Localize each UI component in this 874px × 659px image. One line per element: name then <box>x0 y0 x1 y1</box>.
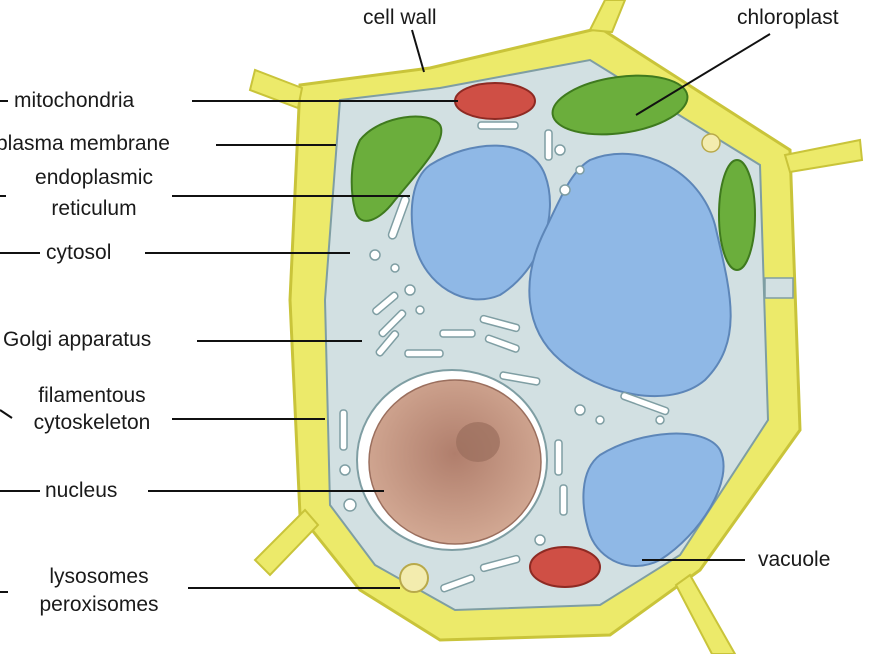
cell-wall-extension-bottom <box>676 575 735 654</box>
label-endoplasmic-reticulum-line1: endoplasmic <box>14 166 174 190</box>
lysosome <box>400 564 428 592</box>
label-mitochondria: mitochondria <box>14 89 134 113</box>
label-cytosol: cytosol <box>46 241 111 265</box>
chloroplast-right <box>719 160 755 270</box>
nucleolus <box>456 422 500 462</box>
label-plasma-membrane: plasma membrane <box>0 132 170 156</box>
cell-wall-extension-left <box>250 70 302 108</box>
cell-wall-extension-left-bottom <box>255 510 318 575</box>
label-lysosomes: lysosomes <box>14 565 184 589</box>
label-chloroplast: chloroplast <box>737 6 839 30</box>
mitochondrion-bottom <box>530 547 600 587</box>
label-nucleus: nucleus <box>45 479 117 503</box>
label-golgi-apparatus: Golgi apparatus <box>3 328 151 352</box>
label-cell-wall: cell wall <box>363 6 437 30</box>
plasmodesma <box>765 278 793 298</box>
peroxisome <box>702 134 720 152</box>
label-filamentous-line2: cytoskeleton <box>14 411 170 435</box>
nucleus-shape <box>369 380 541 544</box>
label-endoplasmic-reticulum-line2: reticulum <box>14 197 174 221</box>
label-peroxisomes: peroxisomes <box>14 593 184 617</box>
label-vacuole: vacuole <box>758 548 830 572</box>
cell-wall-extension-top <box>590 0 625 32</box>
mitochondrion-top <box>455 83 535 119</box>
label-filamentous-line1: filamentous <box>14 384 170 408</box>
cell-wall-extension-right <box>785 140 862 172</box>
